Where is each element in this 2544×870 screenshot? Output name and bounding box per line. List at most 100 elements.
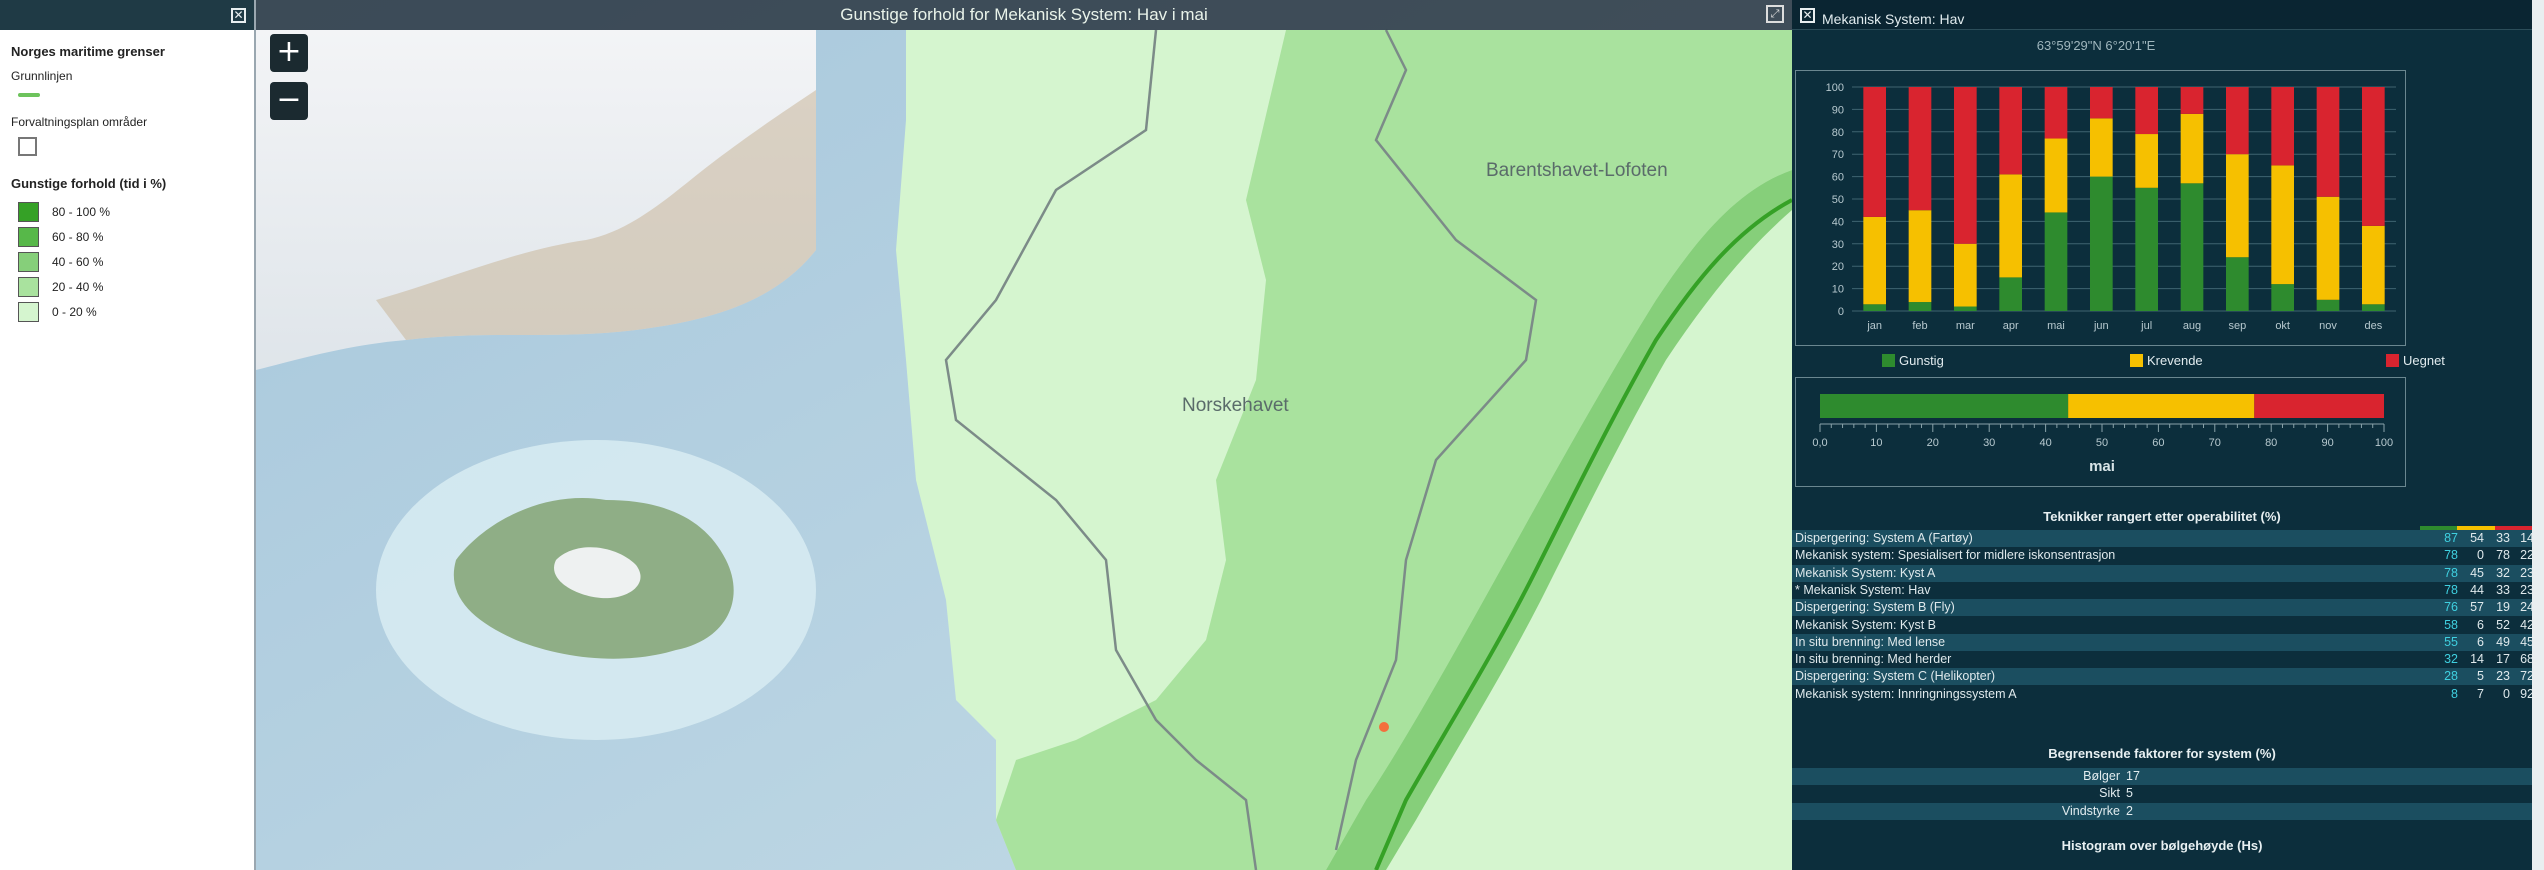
y-tick-label: 90: [1832, 104, 1844, 116]
bar-segment[interactable]: [2362, 304, 2385, 311]
limits-title: Begrensende faktorer for system (%): [2048, 746, 2276, 761]
legend-title: Norges maritime grenser: [11, 44, 165, 59]
bar-segment[interactable]: [2044, 212, 2068, 311]
technique-name: Mekanisk System: Kyst B: [1795, 617, 1937, 632]
technique-value: 44: [2470, 582, 2484, 597]
month-bar-segment[interactable]: [1820, 394, 2069, 418]
bar-segment[interactable]: [1908, 302, 1932, 311]
bar-segment[interactable]: [1908, 210, 1932, 303]
scale-label: 40 - 60 %: [52, 254, 104, 269]
bar-segment[interactable]: [1954, 306, 1977, 311]
bar-segment[interactable]: [2362, 225, 2385, 305]
x-tick-label: 90: [2321, 437, 2333, 449]
bar-segment[interactable]: [2180, 113, 2204, 184]
bar-segment[interactable]: [2090, 118, 2113, 177]
scale-item: 0 - 20 %: [11, 299, 243, 324]
bar-segment[interactable]: [2362, 87, 2385, 226]
bar-segment[interactable]: [1863, 304, 1886, 311]
bar-segment[interactable]: [1999, 174, 2022, 278]
limit-name: Sikt: [2099, 786, 2120, 801]
y-tick-label: 30: [1832, 239, 1844, 251]
technique-name: In situ brenning: Med lense: [1795, 634, 1946, 649]
y-tick-label: 40: [1832, 216, 1844, 228]
uegnet-swatch: [2386, 354, 2399, 367]
x-tick-label: jul: [2140, 320, 2152, 332]
x-tick-label: feb: [1912, 320, 1927, 332]
bar-segment[interactable]: [2271, 87, 2294, 166]
close-icon[interactable]: ✕: [1800, 8, 1815, 23]
x-tick-label: 30: [1983, 437, 1995, 449]
bar-segment[interactable]: [2180, 87, 2204, 114]
technique-name: Dispergering: System A (Fartøy): [1795, 531, 1973, 545]
bar-segment[interactable]: [1999, 277, 2022, 311]
x-tick-label: mar: [1956, 320, 1975, 332]
bar-segment[interactable]: [2316, 196, 2340, 300]
location-marker[interactable]: [1379, 722, 1389, 732]
technique-value: 23: [2520, 582, 2534, 597]
technique-value: 72: [2520, 669, 2534, 684]
bar-segment[interactable]: [2180, 183, 2204, 311]
bar-segment[interactable]: [2226, 257, 2249, 311]
month-bar-segment[interactable]: [2254, 394, 2384, 418]
header-uegnet: [2494, 526, 2532, 530]
bar-segment[interactable]: [2316, 87, 2340, 197]
bar-segment[interactable]: [1954, 87, 1977, 244]
bar-segment[interactable]: [1908, 87, 1932, 211]
coordinates: 63°59'29"N 6°20'1"E: [2036, 38, 2156, 53]
bar-segment[interactable]: [2090, 176, 2113, 311]
map-view[interactable]: Gunstige forhold for Mekanisk System: Ha…: [256, 0, 1792, 870]
bar-segment[interactable]: [2226, 154, 2249, 258]
y-tick-label: 10: [1832, 284, 1844, 296]
bar-segment[interactable]: [1863, 216, 1886, 305]
bar-segment[interactable]: [1863, 87, 1886, 217]
technique-value: 32: [2444, 652, 2458, 667]
x-tick-label: 70: [2209, 437, 2221, 449]
plan-label: Forvaltningsplan områder: [11, 115, 148, 129]
zoom-out-button[interactable]: −: [270, 82, 308, 120]
technique-value: 78: [2444, 582, 2458, 597]
zoom-in-button[interactable]: +: [270, 34, 308, 72]
bar-segment[interactable]: [2135, 134, 2158, 188]
bar-segment[interactable]: [2044, 87, 2068, 139]
bar-segment[interactable]: [1999, 87, 2022, 175]
info-panel: ✕ Mekanisk System: Hav 63°59'29"N 6°20'1…: [1792, 0, 2544, 870]
bar-segment[interactable]: [2044, 138, 2068, 213]
month-bar-segment[interactable]: [2068, 394, 2255, 418]
bar-segment[interactable]: [2135, 187, 2158, 311]
bar-segment[interactable]: [2271, 165, 2294, 285]
baseline-swatch: [18, 93, 40, 97]
technique-row[interactable]: Mekanisk system: Spesialisert for midler…: [1792, 547, 2534, 564]
bar-segment[interactable]: [2271, 284, 2294, 311]
bar-segment[interactable]: [2316, 299, 2340, 311]
bar-segment[interactable]: [2135, 87, 2158, 135]
krevende-swatch: [2130, 354, 2143, 367]
bar-segment[interactable]: [2226, 87, 2249, 155]
technique-value: 6: [2477, 634, 2484, 649]
bar-segment[interactable]: [1954, 243, 1977, 307]
technique-value: 33: [2496, 531, 2510, 545]
bar-segment[interactable]: [2090, 87, 2113, 119]
techniques-title: Teknikker rangert etter operabilitet (%): [2043, 509, 2281, 524]
technique-value: 45: [2520, 634, 2534, 649]
expand-icon[interactable]: ⤢: [1766, 5, 1784, 23]
scrollbar[interactable]: [2532, 0, 2544, 870]
zone-20-40: [996, 30, 1792, 870]
technique-value: 76: [2444, 600, 2458, 615]
technique-value: 6: [2477, 617, 2484, 632]
scale-list: 80 - 100 % 60 - 80 % 40 - 60 % 20 - 40 %…: [11, 199, 243, 324]
technique-value: 23: [2520, 565, 2534, 580]
close-icon[interactable]: ✕: [231, 8, 246, 23]
